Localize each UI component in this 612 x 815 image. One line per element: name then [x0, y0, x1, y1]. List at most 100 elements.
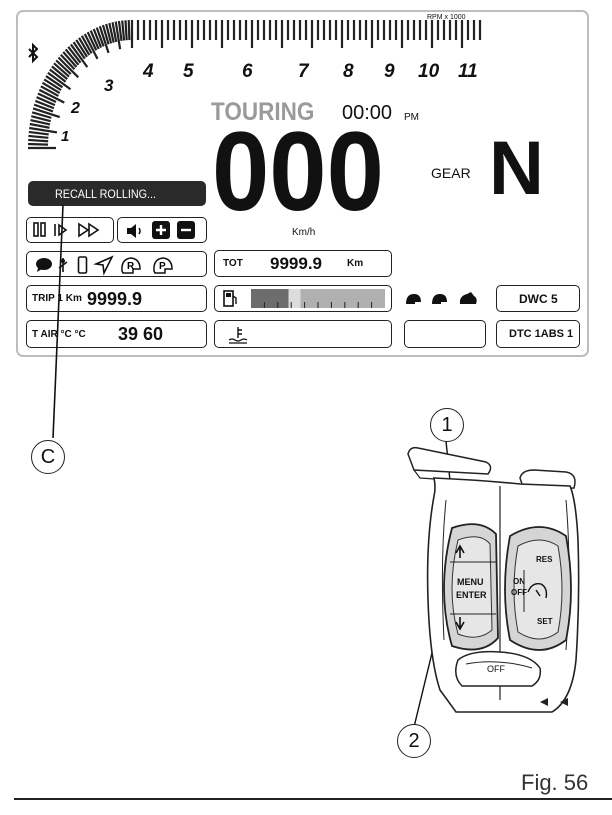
chat-bubble-icon: [36, 258, 52, 272]
speed-readout: 000: [212, 109, 384, 234]
pause-icon: [33, 222, 46, 237]
menu-button-label-line1: MENU: [457, 577, 484, 587]
rpm-label-11: 11: [458, 61, 478, 82]
tachometer-tick: [32, 107, 61, 119]
total-odometer-box: TOT 9999.9 Km: [214, 250, 392, 277]
svg-text:P: P: [159, 261, 166, 272]
tachometer-tick: [53, 62, 70, 78]
volume-controls-box: [117, 217, 207, 243]
dtc-abs-label: DTC 1ABS 1: [509, 328, 574, 340]
set-label: SET: [537, 617, 553, 626]
coolant-temperature-icon: [228, 327, 248, 344]
gear-indicator: N: [489, 126, 544, 211]
caption-rule: [14, 798, 612, 800]
callout-1: 1: [430, 408, 464, 442]
plus-icon: [152, 221, 170, 239]
clock-ampm: PM: [404, 112, 419, 123]
tachometer-tick: [55, 59, 72, 75]
tachometer-tick: [64, 48, 80, 66]
rpm-label-1: 1: [61, 128, 70, 145]
tachometer-tick: [75, 39, 88, 58]
coolant-box: [214, 320, 392, 348]
tachometer-tick: [83, 33, 99, 60]
minus-icon: [177, 221, 195, 239]
tachometer-tick: [37, 92, 57, 104]
dtc-abs-box: DTC 1ABS 1: [496, 320, 580, 348]
tachometer-tick: [38, 88, 65, 104]
tachometer-tick: [28, 138, 49, 143]
callout-c: C: [31, 440, 65, 474]
tachometer-tick: [67, 46, 82, 64]
speaker-icon: [127, 224, 141, 238]
recall-rolling-bar: RECALL ROLLING...: [28, 181, 206, 206]
recall-rolling-label: RECALL ROLLING...: [55, 187, 157, 201]
svg-text:R: R: [127, 261, 135, 272]
tair-label: T AIR °C °C: [32, 329, 86, 340]
lower-off-label: OFF: [487, 664, 505, 674]
passenger-helmet-icon: P: [153, 257, 173, 274]
bluetooth-icon: [28, 42, 39, 64]
tachometer-tick: [57, 56, 80, 79]
tachometer-tick: [49, 68, 67, 83]
rpm-label-8: 8: [343, 61, 354, 82]
rpm-label-2: 2: [71, 100, 80, 117]
tachometer-arc: [28, 20, 482, 150]
tachometer-tick: [86, 31, 98, 51]
tachometer-tick: [33, 103, 54, 113]
tachometer-tick: [29, 122, 50, 129]
tachometer-tick: [95, 27, 105, 47]
on-label: ON: [513, 577, 525, 586]
tachometer-tick: [29, 126, 58, 134]
tachometer-tick: [34, 99, 55, 110]
tachometer-tick: [28, 130, 49, 136]
tachometer-tick: [31, 111, 52, 119]
tachometer-tick: [47, 71, 72, 91]
riding-mode: TOURING: [211, 98, 315, 126]
connectivity-icons-box: R P: [26, 251, 207, 277]
dwc-box: DWC 5: [496, 285, 580, 312]
tachometer-tick: [78, 37, 91, 56]
tot-value: 9999.9: [270, 254, 322, 273]
clock-time: 00:00: [342, 102, 393, 124]
tachometer-tick: [69, 43, 89, 68]
tachometer-tick: [121, 20, 126, 41]
tachometer-tick: [111, 22, 118, 43]
tachometer-tick: [28, 134, 49, 139]
rpm-label-9: 9: [384, 61, 395, 82]
fuel-gauge-box: [214, 285, 392, 312]
tachometer-tick: [89, 30, 100, 50]
tachometer-tick: [80, 35, 93, 54]
tachometer-tick: [30, 115, 51, 123]
trip-value: 9999.9: [87, 289, 143, 309]
tachometer-tick: [40, 85, 59, 97]
tachometer-tick: [41, 81, 61, 94]
rpm-label-3: 3: [104, 76, 114, 95]
tachometer-tick: [28, 142, 49, 146]
fuel-bar-fill: [251, 289, 289, 308]
gear-label: GEAR: [431, 165, 471, 181]
tair-value: 39 60: [118, 324, 164, 344]
tachometer-tick: [43, 78, 62, 92]
phone-icon: [77, 256, 88, 274]
figure-caption: Fig. 56: [521, 770, 589, 795]
callout-2: 2: [397, 724, 431, 758]
tachometer-tick: [62, 51, 78, 68]
rpm-unit-label: RPM x 1000: [427, 14, 466, 21]
menu-button-label-line2: ENTER: [456, 590, 487, 600]
empty-indicator-box: [404, 320, 486, 348]
rpm-label-5: 5: [183, 61, 194, 82]
tachometer-tick: [127, 20, 131, 41]
trip-label: TRIP 1 Km: [32, 293, 82, 304]
speed-unit: Km/h: [292, 227, 316, 238]
dwc-label: DWC 5: [519, 292, 558, 306]
tachometer-tick: [72, 41, 86, 60]
tot-label: TOT: [223, 258, 243, 269]
tachometer-tick: [101, 24, 110, 45]
tachometer-tick: [108, 22, 115, 43]
res-label: RES: [536, 555, 553, 564]
fuel-level-bar: [251, 289, 385, 308]
rpm-label-4: 4: [143, 61, 154, 82]
tachometer-tick: [36, 96, 56, 107]
air-temperature-box: T AIR °C °C 39 60: [26, 320, 207, 348]
